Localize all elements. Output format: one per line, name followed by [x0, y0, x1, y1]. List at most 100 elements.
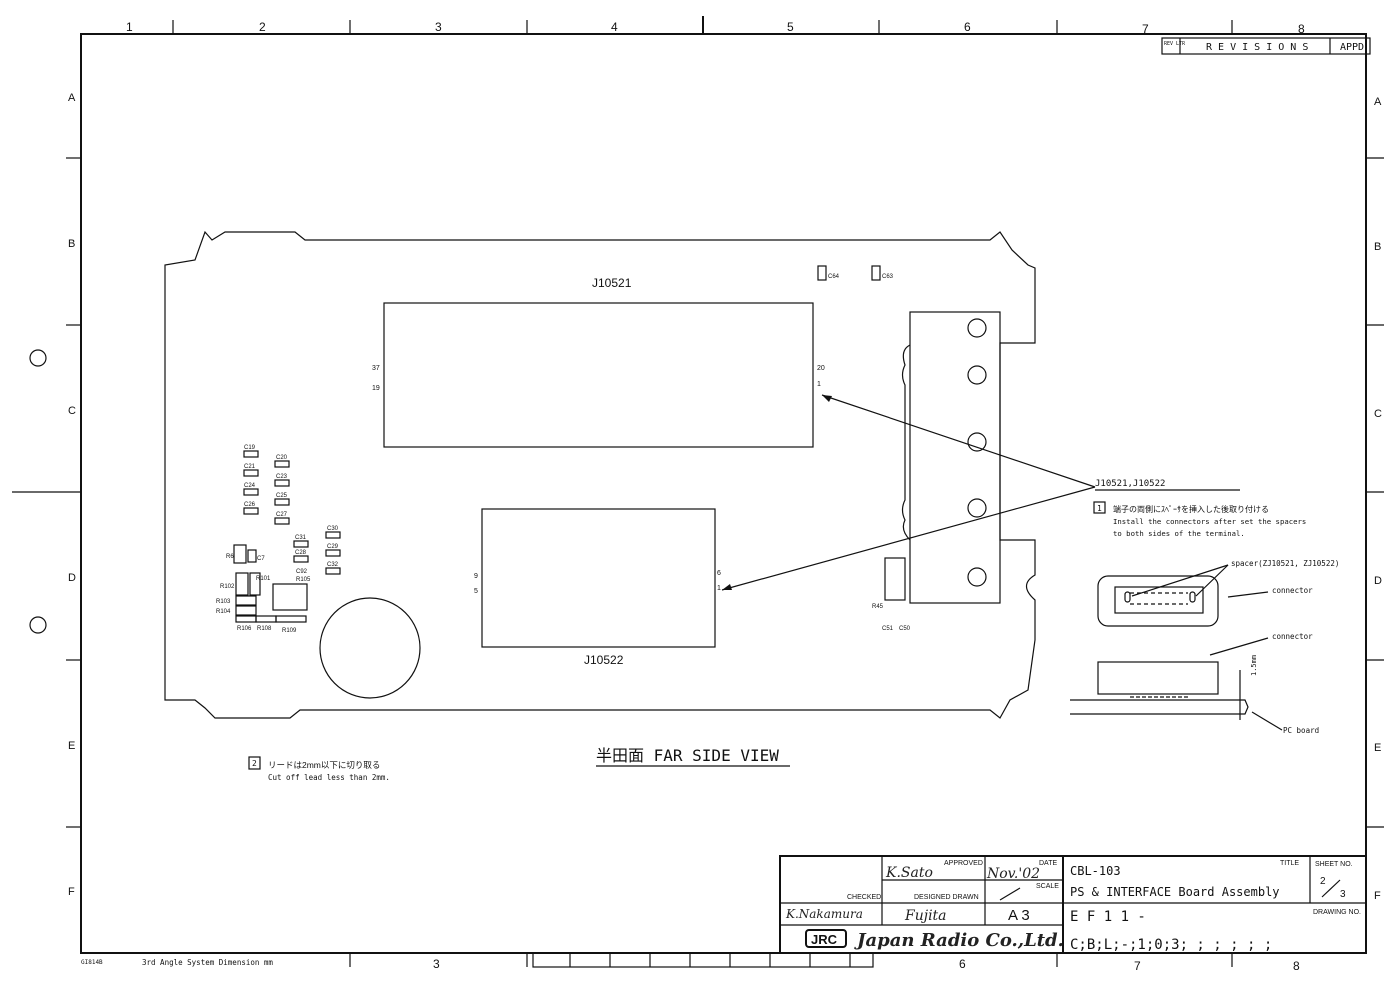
- view-title: 半田面 FAR SIDE VIEW: [596, 746, 779, 765]
- note-number: 1: [1097, 504, 1102, 513]
- sheet-size: A 3: [1008, 907, 1030, 924]
- signature-checked: K.Nakamura: [785, 907, 863, 921]
- scale-label: SCALE: [1036, 883, 1059, 890]
- dimension-label: 1.5mm: [1250, 655, 1258, 676]
- connector-top-view: [1097, 575, 1219, 627]
- rev-ltr-header: REV LTR: [1164, 41, 1186, 47]
- component-label: C64: [828, 274, 840, 280]
- note-2: 2 リードは2mm以下に切り取る Cut off lead less than …: [248, 756, 390, 782]
- component-label: R109: [282, 628, 297, 634]
- pcb-outline: [164, 230, 1036, 719]
- pin-label: 1: [817, 381, 821, 388]
- column-label: 5: [787, 20, 794, 34]
- checked-label: CHECKED: [847, 894, 881, 901]
- component-label: C24: [244, 483, 256, 489]
- date-value: Nov.'02: [986, 866, 1040, 882]
- terminal-block: [901, 311, 1001, 604]
- component-label: R103: [216, 599, 231, 605]
- row-label: B: [68, 238, 75, 250]
- leader-lines: [721, 394, 1240, 591]
- note-ref: J10521,J10522: [1095, 479, 1165, 489]
- component-label: R108: [257, 626, 272, 632]
- component-label: C30: [327, 526, 339, 532]
- drawing-code: C;B;L;-;1;0;3; ; ; ; ; ;: [1070, 937, 1272, 953]
- revisions-header: R E V I S I O N S: [1206, 42, 1308, 53]
- drawing-title-code: CBL-103: [1070, 864, 1121, 878]
- column-label: 7: [1134, 959, 1141, 973]
- component-label: C19: [244, 445, 256, 451]
- column-markers-top: 1 2 3 4 5 6 7 8: [126, 16, 1305, 36]
- row-label: D: [68, 572, 76, 584]
- title-label: TITLE: [1280, 860, 1299, 867]
- row-label: C: [68, 405, 76, 417]
- column-label: 1: [126, 20, 133, 34]
- component-label: R102: [220, 584, 235, 590]
- component-label: C20: [276, 455, 288, 461]
- component-label: C50: [899, 626, 911, 632]
- pc-board-label: PC board: [1283, 726, 1319, 735]
- component-label: C25: [276, 493, 288, 499]
- row-label: F: [68, 886, 75, 898]
- sheet-label: SHEET NO.: [1315, 861, 1353, 868]
- signature-drawn: Fujita: [904, 908, 947, 924]
- sheet-total: 3: [1340, 889, 1346, 900]
- component-label: C32: [327, 562, 339, 568]
- designed-drawn-label: DESIGNED DRAWN: [914, 894, 979, 901]
- note-text-en: to both sides of the terminal.: [1113, 529, 1245, 538]
- component-label: C63: [882, 274, 894, 280]
- row-label: B: [1374, 241, 1381, 253]
- pin-label: 1: [717, 585, 721, 592]
- connector-j10521: J10521 37 19 20 1: [372, 276, 825, 448]
- column-label: 3: [435, 20, 442, 34]
- component-label: C29: [327, 544, 339, 550]
- jrc-logo: [805, 929, 847, 948]
- approved-label: APPROVED: [944, 860, 983, 867]
- component-label: C23: [276, 474, 288, 480]
- title-block: APPROVED DATE Nov.'02 SCALE CHECKED DESI…: [779, 855, 1367, 954]
- company-name: Japan Radio Co.,Ltd.: [854, 930, 1064, 951]
- row-label: C: [1374, 408, 1382, 420]
- drawing-title: PS & INTERFACE Board Assembly: [1070, 885, 1280, 899]
- connector-j10522: J10522 9 5 6 1: [474, 508, 721, 667]
- component-label: C92: [296, 569, 308, 575]
- note-text-en: Install the connectors after set the spa…: [1113, 517, 1306, 526]
- column-label: 7: [1142, 22, 1149, 36]
- drawing-border: [80, 33, 1367, 954]
- row-label: D: [1374, 575, 1382, 587]
- pin-label: 9: [474, 573, 478, 580]
- row-label: F: [1374, 890, 1381, 902]
- date-label: DATE: [1039, 860, 1057, 867]
- capacitor-large: [319, 597, 421, 699]
- row-markers: A B C D E F A B C D E F: [66, 92, 1384, 902]
- component-label: R45: [872, 604, 884, 610]
- column-label: 6: [959, 957, 966, 971]
- connector-label: connector: [1272, 632, 1313, 641]
- signature-approved: K.Sato: [885, 865, 933, 881]
- component-label: C27: [276, 512, 288, 518]
- connector-side-view: [1097, 661, 1219, 695]
- pin-label: 6: [717, 570, 721, 577]
- row-label: A: [1374, 96, 1382, 108]
- note-text-en: Cut off lead less than 2mm.: [268, 773, 390, 782]
- pin-label: 20: [817, 365, 825, 372]
- component-label: R101: [256, 576, 271, 582]
- row-label: E: [1374, 742, 1381, 754]
- drawing-number: E F 1 1 -: [1070, 909, 1146, 925]
- jrc-logo-text: JRC: [811, 932, 838, 947]
- pin-label: 37: [372, 365, 380, 372]
- column-label: 8: [1293, 959, 1300, 973]
- revisions-table: REV LTR R E V I S I O N S APPD: [1161, 37, 1371, 55]
- note-number: 2: [252, 759, 257, 768]
- spacer-label: spacer(ZJ10521, ZJ10522): [1231, 559, 1339, 568]
- punch-hole: [29, 349, 47, 367]
- connector-label: J10521: [592, 276, 632, 290]
- component-label: C28: [295, 550, 307, 556]
- appd-header: APPD: [1340, 42, 1364, 53]
- component-label: R105: [296, 577, 311, 583]
- pin-label: 19: [372, 385, 380, 392]
- column-label: 3: [433, 957, 440, 971]
- punch-hole: [29, 616, 47, 634]
- connector-label: connector: [1272, 586, 1313, 595]
- component-group: C19 C21 C24 C26 C20 C23 C25 C27 C31 C28 …: [216, 265, 911, 634]
